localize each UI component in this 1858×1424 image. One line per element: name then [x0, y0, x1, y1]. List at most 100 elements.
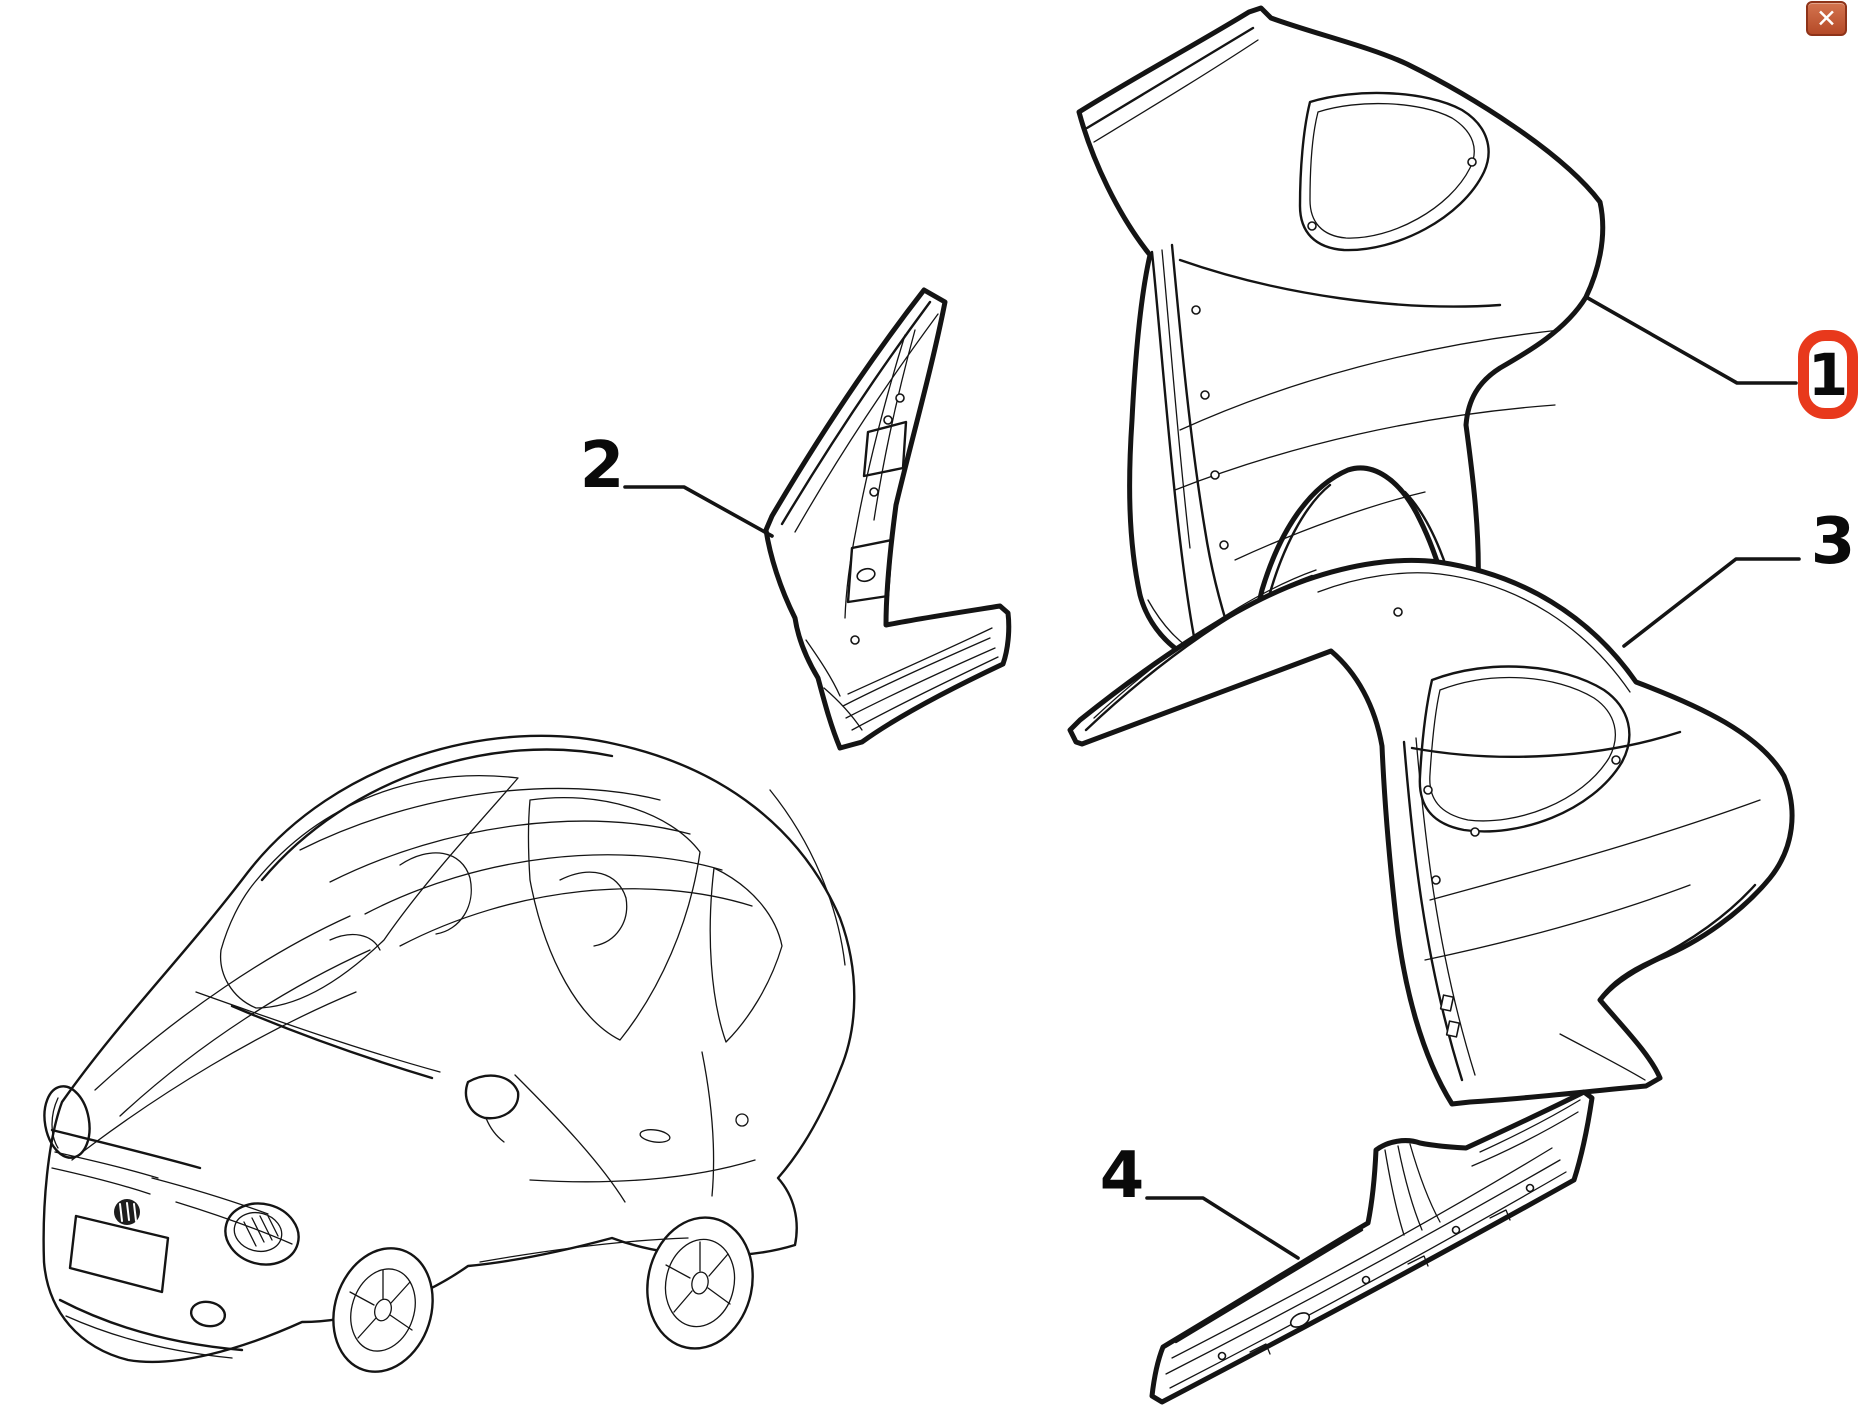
rear-wheel	[646, 1216, 754, 1350]
panel-crease	[1429, 799, 1761, 901]
fog-light	[189, 1300, 227, 1328]
steering-wheel-line	[329, 933, 381, 951]
interior-seat-line	[559, 871, 628, 947]
door-window	[527, 796, 701, 1041]
sill-rib	[847, 627, 993, 695]
pillar-slot	[1445, 1020, 1461, 1038]
sill-top-fold-line	[1174, 1228, 1364, 1344]
quarter-window-inner-line	[1309, 102, 1475, 239]
pillar-hole	[869, 487, 879, 497]
sill-hole	[1289, 1312, 1311, 1328]
interior-seat-line	[399, 852, 472, 935]
roof-rail-inner-line	[1084, 574, 1314, 732]
pillar-hole	[1200, 390, 1210, 400]
rocker-line	[479, 1237, 689, 1263]
grille-slat	[151, 1177, 269, 1215]
window-fastener-hole	[1470, 827, 1480, 837]
roof-rail-line	[260, 748, 614, 882]
roof-panel-line	[399, 888, 753, 947]
pillar-hole	[1219, 540, 1229, 550]
wheel-arch-inner-line	[1600, 883, 1757, 998]
panel-crease	[1174, 404, 1556, 491]
window-fastener-hole	[1467, 157, 1477, 167]
sill-rib	[842, 637, 991, 707]
callout-4-label[interactable]: 4	[1099, 1139, 1145, 1213]
callout-1-highlight-box[interactable]: 1	[1798, 330, 1858, 419]
b-pillar-edge	[1150, 250, 1200, 658]
callout-1-leader-line	[1584, 295, 1798, 385]
sill-hole	[1217, 1351, 1227, 1361]
grille-slat	[54, 1151, 159, 1179]
window-fastener-hole	[1307, 221, 1317, 231]
car-reference-drawing[interactable]	[39, 734, 856, 1385]
side-mirror	[464, 1074, 520, 1120]
b-pillar-edge	[1170, 243, 1234, 642]
callout-2-label[interactable]: 2	[579, 429, 625, 503]
quarter-window-opening	[1298, 91, 1490, 252]
hood-crease	[94, 915, 351, 1091]
mount-tab	[1249, 1343, 1271, 1355]
pillar-stub-line	[1384, 1149, 1405, 1236]
cowl-line	[195, 991, 441, 1073]
grille-slat	[51, 1167, 151, 1195]
roof-rail-inner-line	[1093, 569, 1317, 719]
window-fastener-hole	[1611, 755, 1621, 765]
roof-rail-inner-line	[1093, 39, 1259, 143]
rocker-tab-line	[1559, 1033, 1646, 1081]
left-headlight-detail	[51, 1097, 59, 1149]
sill-rib	[1171, 1147, 1553, 1359]
pillar-inner-line	[844, 334, 906, 619]
right-headlight-inner	[233, 1211, 283, 1253]
left-headlight	[43, 1085, 91, 1159]
pillar-hole	[895, 393, 905, 403]
callout-3-leader-line	[1622, 557, 1801, 648]
part-2-front-pillar-drawing[interactable]	[763, 287, 1012, 751]
part-2-silhouette	[763, 287, 1012, 751]
sill-rib	[1169, 1171, 1567, 1389]
right-headlight	[224, 1202, 300, 1266]
roof-rear-line	[769, 789, 846, 966]
sill-rib	[845, 647, 996, 719]
part-3-body-side-panel-drawing[interactable]	[1067, 557, 1795, 1107]
door-shut-line	[514, 1074, 626, 1203]
callout-3-label[interactable]: 3	[1810, 505, 1856, 579]
pillar-hole	[1210, 470, 1220, 480]
close-button[interactable]: ✕	[1806, 1, 1847, 36]
part-4-sill-panel-drawing[interactable]	[1149, 1089, 1595, 1405]
lower-intake-line	[58, 1298, 244, 1352]
roof-panel-line	[329, 820, 691, 883]
quarter-window-opening	[1418, 665, 1631, 833]
pillar-hole	[1431, 875, 1441, 885]
hood-crease	[119, 949, 371, 1117]
roof-rail-inner-line	[1085, 26, 1255, 130]
mount-tab	[1489, 1209, 1511, 1221]
close-icon: ✕	[1816, 4, 1837, 33]
pillar-hole	[1423, 785, 1433, 795]
beltline-crease	[1178, 258, 1502, 308]
foot-flange-line	[805, 639, 841, 697]
roof-inner-line	[1317, 572, 1631, 693]
hood-crease	[71, 991, 357, 1161]
sill-rib	[851, 656, 999, 731]
foot-flange-line	[823, 687, 863, 731]
pillar-hole	[856, 567, 876, 583]
pillar-inner-line	[873, 329, 916, 521]
wheel-arch-inner-line	[1266, 483, 1332, 602]
reinforcement-plate	[862, 420, 908, 478]
sill-hole	[1451, 1225, 1461, 1235]
body-side-crease	[529, 1159, 756, 1183]
part-1-rear-quarter-panel-drawing[interactable]	[1076, 5, 1606, 663]
door-handle	[639, 1129, 671, 1143]
door-shut-line	[701, 1051, 715, 1197]
pillar-stub-line	[1397, 1145, 1423, 1231]
badge-stripes	[119, 1202, 137, 1222]
roof-panel-line	[364, 854, 723, 915]
b-pillar-inner-line	[1161, 249, 1191, 549]
windshield	[219, 775, 519, 1009]
grille-slat	[175, 1201, 293, 1245]
panel-crease	[1424, 884, 1691, 961]
sill-rib	[1165, 1159, 1561, 1375]
lower-intake-line	[65, 1315, 233, 1359]
